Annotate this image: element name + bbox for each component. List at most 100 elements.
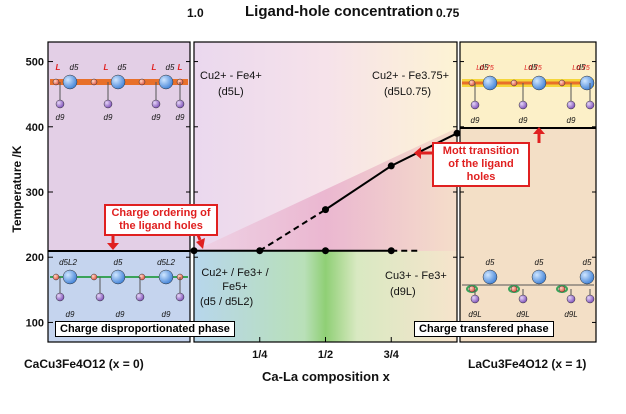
fe-atom [110, 269, 126, 285]
schematic-label: d9 [567, 116, 576, 125]
o-atom [558, 79, 566, 87]
cu-atom [103, 99, 113, 109]
cu-atom [566, 294, 576, 304]
schematic-label: d9L [468, 310, 481, 319]
series-line-dashed [259, 208, 327, 252]
schematic-label: d9 [152, 113, 161, 122]
y-tick-label: 400 [26, 122, 44, 134]
cu-atom [566, 100, 576, 110]
region-bottom-middle [194, 251, 457, 342]
data-point [453, 129, 461, 137]
cu-atom [95, 292, 105, 302]
cu-atom [175, 292, 185, 302]
fe-atom [482, 75, 498, 91]
data-point [190, 247, 198, 255]
top-right-valence: Cu2+ - Fe3.75+ [372, 70, 450, 82]
cu-atom [585, 100, 595, 110]
schematic-label: L [178, 63, 183, 72]
o-atom [52, 78, 60, 86]
o-atom [138, 78, 146, 86]
bottom-left-config: (d5 / d5L2) [200, 296, 254, 308]
bottom-label-left: CaCu3Fe4O12 (x = 0) [24, 357, 144, 371]
schematic-label: d9 [162, 310, 171, 319]
bottom-label-right: LaCu3Fe4O12 (x = 1) [468, 357, 587, 371]
mott-arrowhead-left [414, 147, 421, 159]
schematic-label: L0.75 [476, 65, 494, 72]
schematic-label: d9L [516, 310, 529, 319]
region-transition [194, 128, 457, 251]
cu-atom [470, 294, 480, 304]
schematic-label: d5 [529, 63, 538, 72]
fe-atom [579, 75, 595, 91]
top-left-valence: Cu2+ - Fe4+ [200, 70, 262, 82]
schematic-label: d9L [564, 310, 577, 319]
schematic-label: d9 [56, 113, 65, 122]
data-point [387, 247, 395, 255]
schematic-label: d5 [577, 63, 586, 72]
schematic-label: d9 [66, 310, 75, 319]
data-point [322, 247, 329, 255]
cu-atom [55, 292, 65, 302]
schematic-label: L0.75 [524, 65, 542, 72]
top-axis-right-value: 0.75 [436, 6, 460, 20]
o-atom [558, 285, 566, 293]
schematic-label: d5 [583, 258, 592, 267]
x-tick-label: 3/4 [384, 349, 400, 361]
schematic-label: d9 [519, 116, 528, 125]
bottom-right-valence: Cu3+ - Fe3+ [385, 270, 447, 282]
top-left-config: (d5L) [218, 86, 244, 98]
o-atom [90, 273, 98, 281]
x-tick-label: 1/4 [252, 349, 268, 361]
schematic-label: d9 [471, 116, 480, 125]
schematic-label: d5 [486, 258, 495, 267]
schematic-label: d5 [480, 63, 489, 72]
cu-atom [518, 100, 528, 110]
chart-series [190, 129, 461, 255]
schematic-label: L [152, 63, 157, 72]
o-atom [468, 285, 476, 293]
cu-atom [55, 99, 65, 109]
o-atom [52, 273, 60, 281]
cu-atom [470, 100, 480, 110]
mott-transition-label: Mott transition of the ligand holes [432, 142, 530, 187]
o-atom [468, 79, 476, 87]
bottom-left-valence: Cu2+ / Fe3+ / Fe5+ [201, 267, 269, 293]
schematic-label: L [104, 63, 109, 72]
top-axis-left-value: 1.0 [187, 6, 204, 20]
bond-chain [462, 81, 594, 85]
o-atom [510, 79, 518, 87]
fe-atom [531, 75, 547, 91]
cu-atom [585, 294, 595, 304]
schematic-label: d9 [176, 113, 185, 122]
schematic-label: d5 [535, 258, 544, 267]
y-tick-label: 100 [26, 317, 44, 329]
fe-atom [110, 74, 126, 90]
fe-atom [158, 269, 174, 285]
x-tick-label: 1/2 [318, 349, 333, 361]
x-axis-title: Ca-La composition x [262, 369, 390, 384]
fe-atom [531, 269, 547, 285]
charge-ordering-arrowhead-2 [196, 238, 205, 249]
phase-label-right: Charge transfered phase [414, 321, 554, 337]
y-tick-label: 200 [26, 252, 44, 264]
y-tick-label: 500 [26, 57, 44, 69]
schematic-label: d5 [114, 258, 123, 267]
schematic-label: d5 [166, 63, 175, 72]
schematic-label: d5 [70, 63, 79, 72]
o-atom [510, 285, 518, 293]
schematic-label: d5L2 [157, 258, 175, 267]
fe-atom [158, 74, 174, 90]
fe-atom [482, 269, 498, 285]
charge-ordering-arrowhead [107, 243, 119, 250]
cu-atom [151, 99, 161, 109]
bottom-right-config: (d9L) [390, 286, 416, 298]
cu-atom [135, 292, 145, 302]
fe-atom [62, 74, 78, 90]
top-right-config: (d5L0.75) [384, 86, 432, 98]
schematic-label: d5 [118, 63, 127, 72]
x-axis-ticks: 1/4 1/2 3/4 [252, 337, 400, 361]
mott-arrowhead-up [533, 127, 545, 134]
